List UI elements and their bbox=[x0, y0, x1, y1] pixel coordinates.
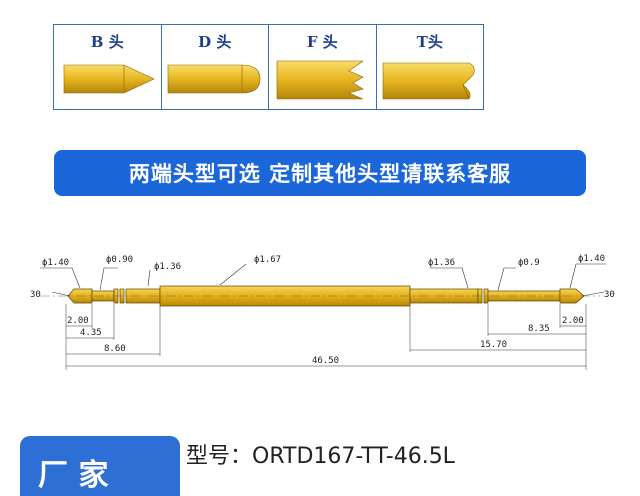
probe-body bbox=[67, 285, 585, 307]
crown-tip-image bbox=[276, 60, 364, 100]
dim-right-neck-length: 8.35 bbox=[528, 324, 550, 334]
dim-right-collar-dia: ϕ1.36 bbox=[428, 258, 455, 268]
manufacturer-tab: 厂 家 bbox=[20, 436, 180, 496]
probe-technical-drawing: ϕ1.40 ϕ0.90 ϕ1.36 ϕ1.67 ϕ1.36 ϕ0.9 ϕ1.40… bbox=[30, 254, 615, 370]
dim-left-collar-dia: ϕ1.36 bbox=[154, 262, 181, 272]
dim-right-tip-length: 2.00 bbox=[562, 316, 584, 326]
dim-total-length: 46.50 bbox=[312, 356, 339, 366]
dim-barrel-dia: ϕ1.67 bbox=[254, 255, 281, 265]
dim-left-neck-dia: ϕ0.90 bbox=[106, 255, 133, 265]
dim-right-plunger-length: 15.70 bbox=[480, 340, 507, 350]
dim-left-plunger-length: 8.60 bbox=[104, 344, 126, 354]
dim-left-neck-length: 4.35 bbox=[80, 328, 102, 338]
cone-tip-image bbox=[63, 64, 155, 94]
dim-left-angle: 30 bbox=[30, 290, 41, 300]
dome-tip-image bbox=[167, 64, 260, 94]
tip-label-d: D 头 bbox=[198, 33, 232, 51]
bevel-tip-image bbox=[382, 62, 475, 100]
dim-left-tip-dia: ϕ1.40 bbox=[42, 258, 69, 268]
model-number: 型号：ORTD167-TT-46.5L bbox=[186, 444, 455, 469]
tip-cell-f: F 头 bbox=[269, 25, 377, 109]
tip-cell-b: B 头 bbox=[54, 25, 162, 109]
tip-label-t: T头 bbox=[416, 33, 443, 51]
tip-cell-t: T头 bbox=[377, 25, 484, 109]
tip-cell-d: D 头 bbox=[162, 25, 269, 109]
dim-right-tip-dia: ϕ1.40 bbox=[578, 254, 605, 264]
dim-right-neck-dia: ϕ0.9 bbox=[518, 258, 540, 268]
dim-left-tip-length: 2.00 bbox=[67, 316, 89, 326]
tip-label-b: B 头 bbox=[90, 33, 124, 51]
dim-right-angle: 30 bbox=[604, 290, 615, 300]
tip-type-table: B 头 D 头 F 头 T头 bbox=[53, 24, 484, 110]
tip-label-f: F 头 bbox=[306, 33, 338, 51]
option-banner: 两端头型可选 定制其他头型请联系客服 bbox=[54, 150, 586, 196]
